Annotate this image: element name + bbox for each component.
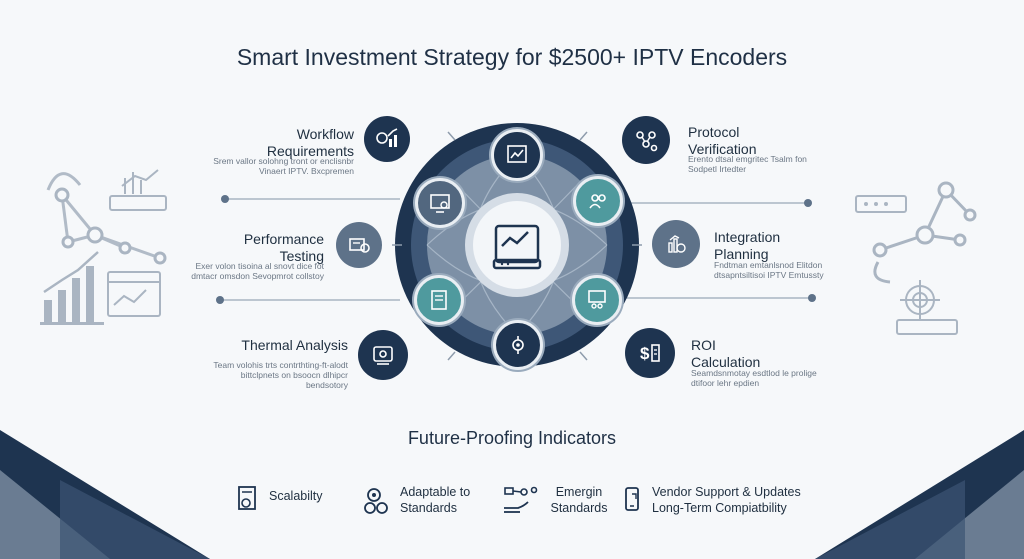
workflow-requirements-desc: Srem vallor solohng tront or enclisnbr V… [213,156,354,176]
document-coin-icon [233,484,263,519]
thermal-analysis-icon [358,330,408,380]
future-item-scalability: Scalabilty [233,484,323,519]
orbit-gear-icon [493,320,543,370]
protocol-verification-desc: Erento dtsal emgritec Tsalm fon Sodpetl … [688,154,807,174]
future-item-label: Vendor Support & Updates Long-Term Compi… [652,485,801,515]
protocol-network-icon [622,116,670,164]
orbit-team-screen-icon [572,275,622,325]
orbit-chart-icon [491,129,543,181]
network-hand-icon [500,484,540,523]
svg-text:$: $ [640,344,650,363]
roi-calculation-desc: Seamdsnmotay esdtlod le prolige dtifoor … [691,368,817,388]
performance-testing-desc: Exer volon tisoina al snovt dice fot dmt… [191,261,324,281]
future-item-label: Emergin Standards [550,485,608,515]
future-proofing-title: Future-Proofing Indicators [407,428,617,448]
roi-calculation-label: ROI Calculation [691,337,761,370]
workflow-chart-icon [364,116,410,162]
workflow-requirements-label: Workflow Requirements [266,126,354,159]
orbit-document-icon [414,275,464,325]
integration-planning-label: Integration Planning [714,229,781,262]
integration-planning-desc: Fndtman emtanlsnod Elitdon dtsapntsiltis… [714,260,824,280]
page-title: Smart Investment Strategy for $2500+ IPT… [236,44,788,70]
integration-planning-icon [652,220,700,268]
performance-testing-label: Performance Testing [243,231,324,264]
protocol-verification-label: Protocol Verification [688,124,757,157]
thermal-analysis-label: Thermal Analysis [241,337,348,353]
roi-dollar-icon: $ [625,328,675,378]
performance-testing-icon [336,222,382,268]
encoder-chart-icon [490,222,544,270]
gears-icon [360,484,394,523]
orbit-people-icon [573,176,623,226]
future-item-adaptable: Adaptable to Standards [360,484,480,523]
mobile-support-icon [620,484,646,523]
orbit-monitor-icon [415,178,465,228]
future-item-label: Scalabilty [269,489,323,503]
future-item-emerging: Emergin Standards [500,484,612,523]
thermal-analysis-desc: Team volohis trts contrthting-ft-alodt b… [213,360,348,390]
future-item-vendor-support: Vendor Support & Updates Long-Term Compi… [620,484,832,523]
future-item-label: Adaptable to Standards [400,485,471,515]
